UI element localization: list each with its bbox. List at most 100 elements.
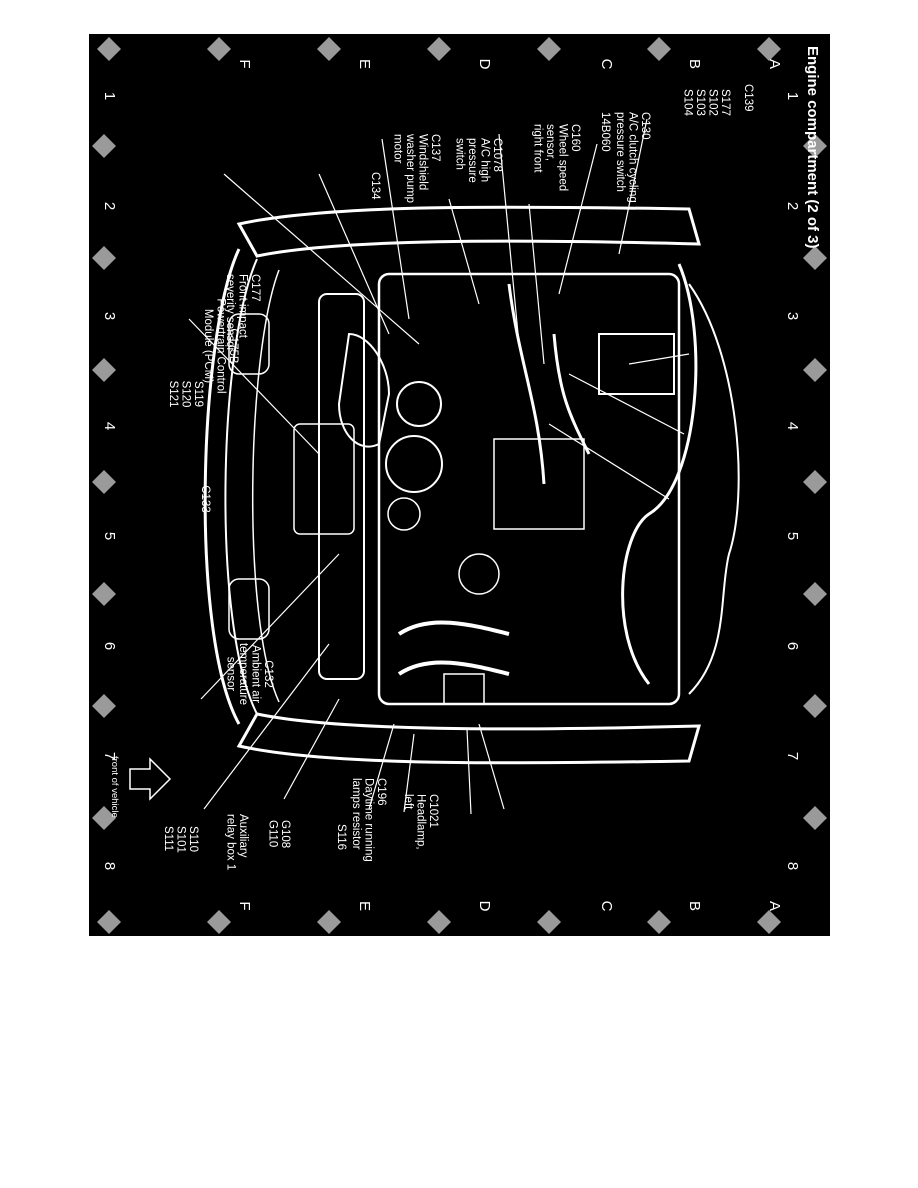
orientation-indicator: front of vehicle (109, 756, 172, 818)
callout-line: Front impact (237, 274, 249, 339)
callout-line: S120 (180, 381, 192, 408)
callout-line: C1021 (427, 794, 439, 828)
grid-row-label: F (236, 59, 253, 68)
callout-s119: S119S120S121 (167, 381, 204, 408)
callout-c1021: C1021Headlamp,left (402, 794, 439, 850)
callout-line: S177 (719, 89, 731, 116)
callout-line: Powertrain Control (215, 298, 227, 393)
callout-s116: S116 (335, 824, 347, 850)
callout-line: S111 (162, 826, 174, 851)
arrow-icon (129, 757, 172, 801)
callout-line: S104 (682, 89, 694, 116)
callout-line: pressure (466, 138, 478, 183)
callout-line: A/C clutch cycling (627, 112, 639, 203)
callout-c137: C137Windshieldwasher pumpmotor (392, 133, 442, 203)
callout-line: pressure switch (614, 112, 626, 192)
callout-line: Wheel speed (557, 124, 569, 191)
callout-line: switch (454, 138, 466, 170)
grid-row-label: F (236, 901, 253, 910)
callout-line: motor (392, 134, 404, 164)
grid-row-label: A (766, 59, 783, 69)
callout-line: G108 (279, 820, 291, 848)
callout-line: Headlamp, (415, 794, 427, 850)
grid-row-label: D (476, 901, 493, 912)
grid-row-label: B (686, 59, 703, 69)
grid-col-label: 7 (784, 752, 801, 760)
callout-c132: C132Ambient airtemperaturesensor (225, 643, 275, 705)
callout-line: S119 (192, 381, 204, 407)
grid-col-label: 1 (101, 92, 118, 100)
grid-col-label: 3 (101, 312, 118, 320)
callout-line: relay box 1 (225, 814, 237, 870)
grid-col-label: 1 (784, 92, 801, 100)
border-diamonds (92, 37, 827, 934)
callout-c133: C133 (199, 485, 211, 513)
grid-row-label: D (476, 59, 493, 70)
callout-line: C137 (429, 134, 441, 162)
callout-line: C132 (262, 660, 274, 688)
callout-c134: C134 (369, 172, 381, 200)
leader-lines (188, 118, 690, 815)
grid-row-label: C (598, 59, 615, 70)
callout-line: S102 (707, 89, 719, 116)
callout-s177: S177S102S103S104 (682, 89, 732, 116)
callout-line: C130 (639, 112, 651, 140)
callout-line: severity sensor (224, 274, 236, 352)
callout-c160: C160Wheel speedsensor,right front (532, 124, 582, 191)
grid-row-label: E (356, 901, 373, 911)
callout-line: C177 (249, 274, 261, 302)
callout-line: S101 (175, 826, 187, 853)
callout-line: Auxiliary (237, 814, 249, 858)
callout-line: sensor (225, 657, 237, 692)
callout-line: left (402, 794, 414, 810)
callout-c130: C130A/C clutch cyclingpressure switch (614, 112, 651, 203)
orientation-label: front of vehicle (109, 756, 120, 818)
callout-s110: S110S101S111 (162, 826, 199, 853)
grid-col-label: 2 (784, 202, 801, 210)
callout-c1078: C1078A/C highpressureswitch (454, 138, 504, 183)
callout-line: 14B060 (599, 112, 611, 152)
callout-line: C133 (199, 485, 211, 513)
grid-row-label: B (686, 901, 703, 911)
callout-c139: C139 (742, 84, 754, 112)
grid-row-label: C (598, 901, 615, 912)
callout-line: S116 (335, 824, 347, 850)
callout-b14060: 14B060 (599, 112, 611, 152)
callout-line: C175B (227, 328, 239, 363)
grid-col-label: 3 (784, 312, 801, 320)
grid-col-label: 4 (784, 422, 801, 430)
callout-line: sensor, (544, 124, 556, 161)
callout-line: washer pump (404, 133, 416, 203)
callout-line: C1078 (491, 138, 503, 172)
diagram-title: Engine compartment (2 of 3) (804, 46, 821, 249)
grid-col-label: 2 (101, 202, 118, 210)
engine-compartment-diagram: Engine compartment (2 of 3) 112233445566… (92, 37, 827, 934)
callout-line: right front (532, 124, 544, 173)
callout-line: C160 (569, 124, 581, 152)
grid-row-label: A (766, 901, 783, 911)
grid-col-label: 8 (784, 862, 801, 870)
callout-c175b: C175BPowertrain ControlModule (PCM) (202, 298, 239, 393)
callout-line: Module (PCM) (202, 309, 214, 383)
callout-line: C134 (369, 172, 381, 200)
callout-line: Daytime running (363, 778, 375, 862)
grid-col-label: 6 (101, 642, 118, 650)
callout-line: A/C high (479, 138, 491, 182)
callout-g108: G108G110 (267, 820, 292, 848)
grid-col-label: 8 (101, 862, 118, 870)
grid-col-label: 6 (784, 642, 801, 650)
callout-line: Windshield (417, 134, 429, 190)
callout-line: S110 (187, 826, 199, 852)
engine-illustration (203, 205, 740, 765)
callout-line: G110 (267, 820, 279, 847)
callout-line: Ambient air (250, 645, 262, 703)
grid-col-label: 7 (101, 752, 118, 760)
callout-line: temperature (237, 643, 249, 705)
callout-line: S103 (694, 89, 706, 116)
callout-aux: Auxiliaryrelay box 1 (225, 814, 250, 870)
callout-c196: C196Daytime runninglamps resistor (350, 778, 387, 862)
callout-c177: C177Front impactseverity sensor (224, 274, 261, 352)
